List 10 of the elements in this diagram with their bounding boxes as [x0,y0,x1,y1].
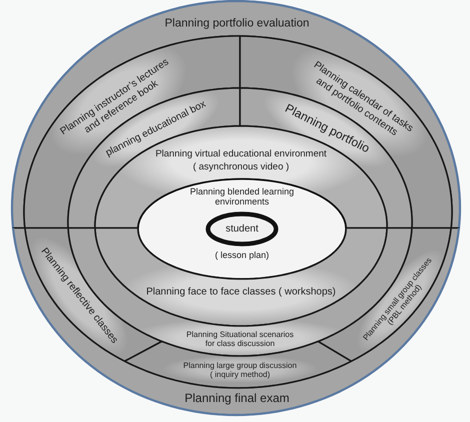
segment-label: Planning final exam [184,392,290,406]
segment-label: Planning face to face classes ( workshops) [146,286,336,298]
segment-label: Planning large group discussion ( inquiry method) [182,360,298,379]
segment-label: Planning Situational scenarios for class discussion [185,330,295,348]
center-label: student [226,223,258,235]
segment-label: Planning portfolio evaluation [164,17,310,31]
segment-label: ( asynchronous video ) [192,162,290,174]
segment-label: Planning virtual educational environment [155,150,327,160]
ellipse-label: ( lesson plan) [214,250,270,260]
ellipse-label: Planning blended learning environments [188,186,296,208]
